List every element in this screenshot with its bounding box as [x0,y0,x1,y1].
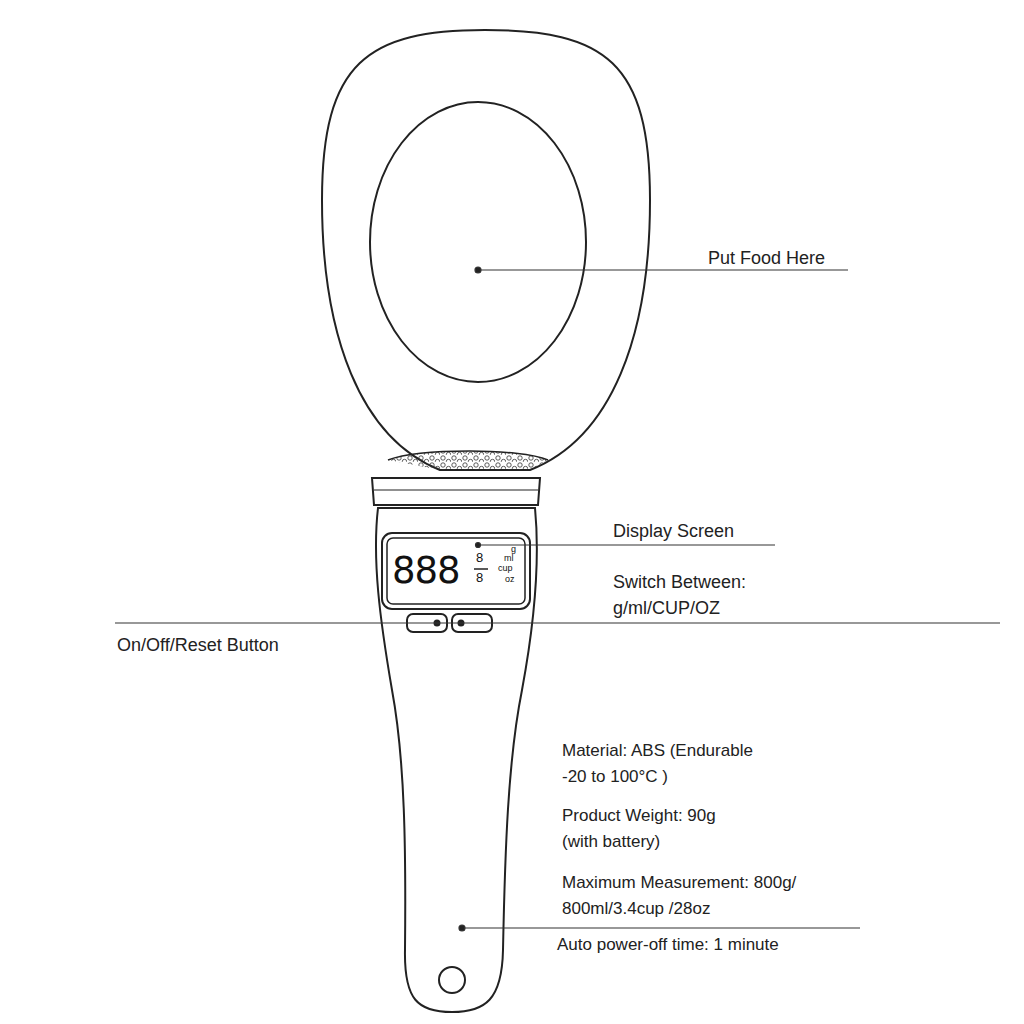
callout-label: Display Screen [613,518,734,544]
spec-note: Auto power-off time: 1 minute [557,932,779,958]
leader-line [462,927,860,928]
leader-line [478,544,775,545]
callout-label: On/Off/Reset Button [117,632,279,658]
leader-line [478,269,848,270]
neck [372,478,540,505]
food-area [370,102,586,382]
hang-hole [439,967,465,993]
spec-note: Maximum Measurement: 800g/ 800ml/3.4cup … [562,870,824,922]
unit-mark: ml [504,554,514,563]
unit-mark: cup [498,564,513,573]
callout-label: Put Food Here [708,245,825,271]
spec-note: Product Weight: 90g (with battery) [562,803,732,855]
display-digit: 8 [476,551,483,564]
spec-note: Material: ABS (Endurable -20 to 100°C ) [562,738,777,790]
bowl-outline [322,30,650,470]
display-screen [387,538,525,604]
display-digits: 888 [392,552,460,589]
leader-line [115,622,1000,623]
unit-mark: oz [505,575,515,584]
callout-label: Switch Between: g/ml/CUP/OZ [613,569,763,621]
display-digit: 8 [476,571,483,584]
handle [376,508,537,1012]
unit-mark: g [511,545,516,554]
